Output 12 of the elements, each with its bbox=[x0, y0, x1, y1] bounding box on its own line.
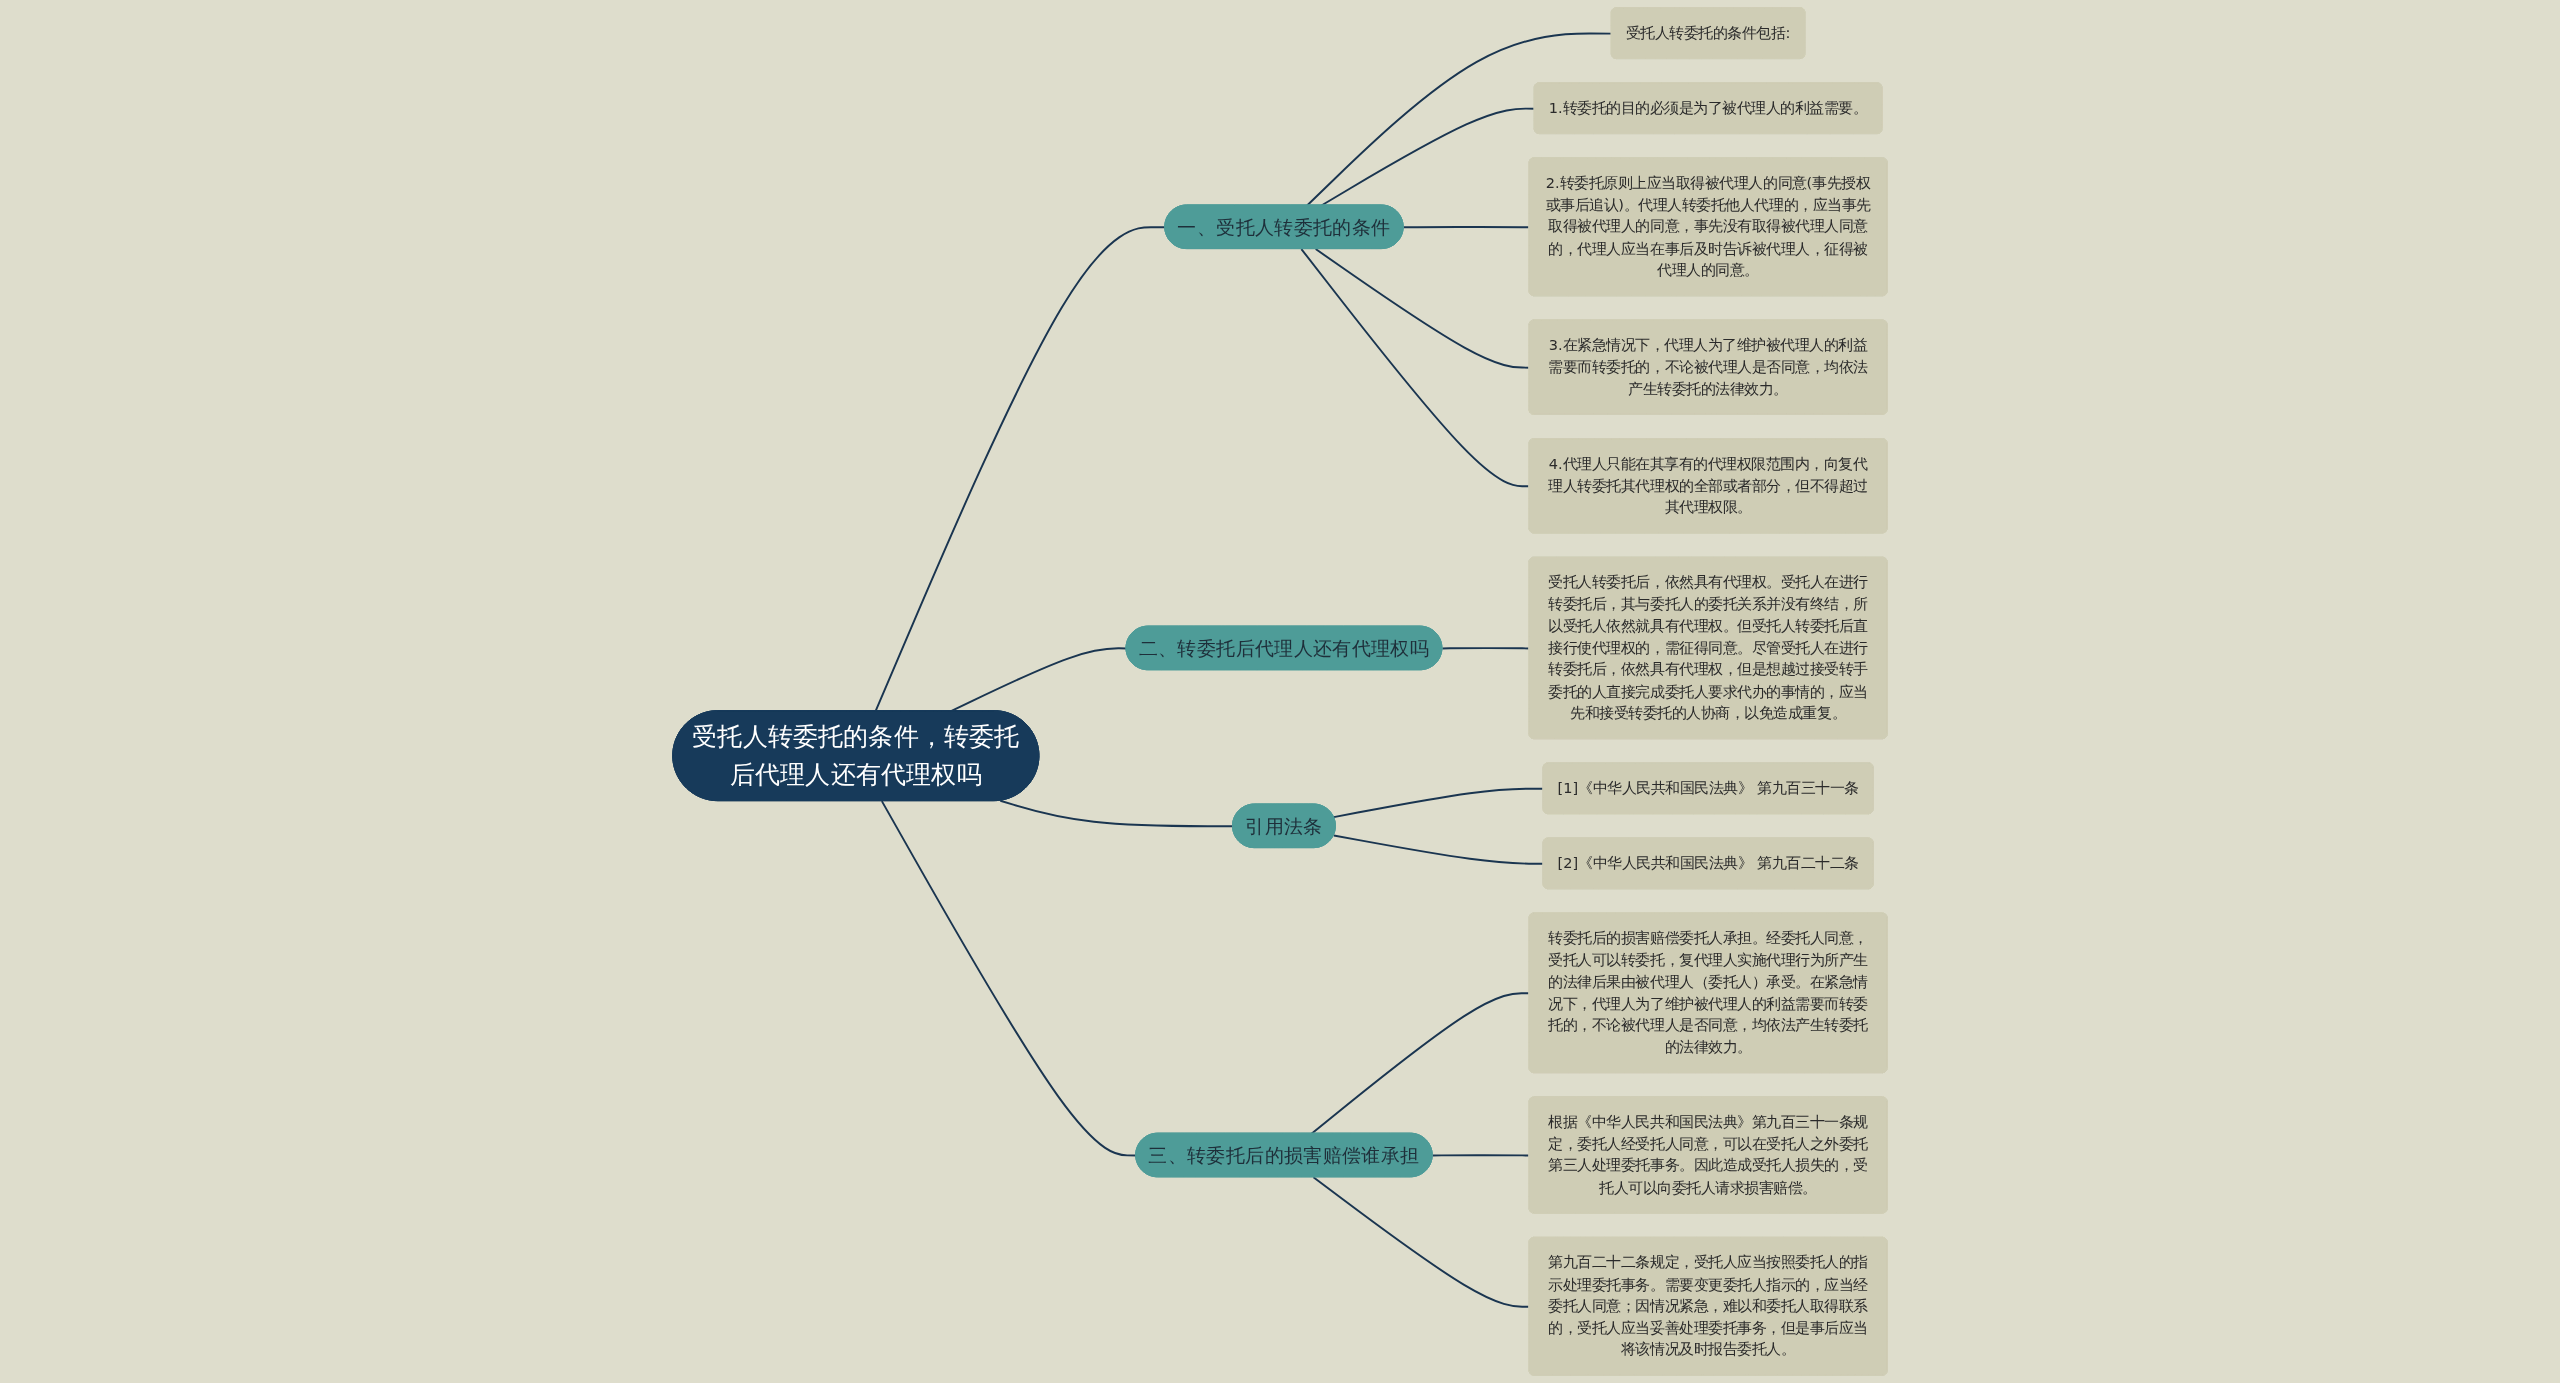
connector bbox=[1310, 992, 1531, 1135]
connector bbox=[1306, 32, 1613, 207]
connector bbox=[1300, 248, 1531, 488]
connector bbox=[999, 799, 1234, 828]
connector bbox=[1320, 107, 1536, 207]
connector bbox=[1332, 834, 1545, 865]
connector bbox=[1441, 647, 1531, 650]
connector bbox=[1431, 1154, 1531, 1157]
connector bbox=[1314, 248, 1531, 369]
connector bbox=[1402, 226, 1531, 229]
connector bbox=[1332, 787, 1545, 819]
connector bbox=[1312, 1176, 1531, 1308]
